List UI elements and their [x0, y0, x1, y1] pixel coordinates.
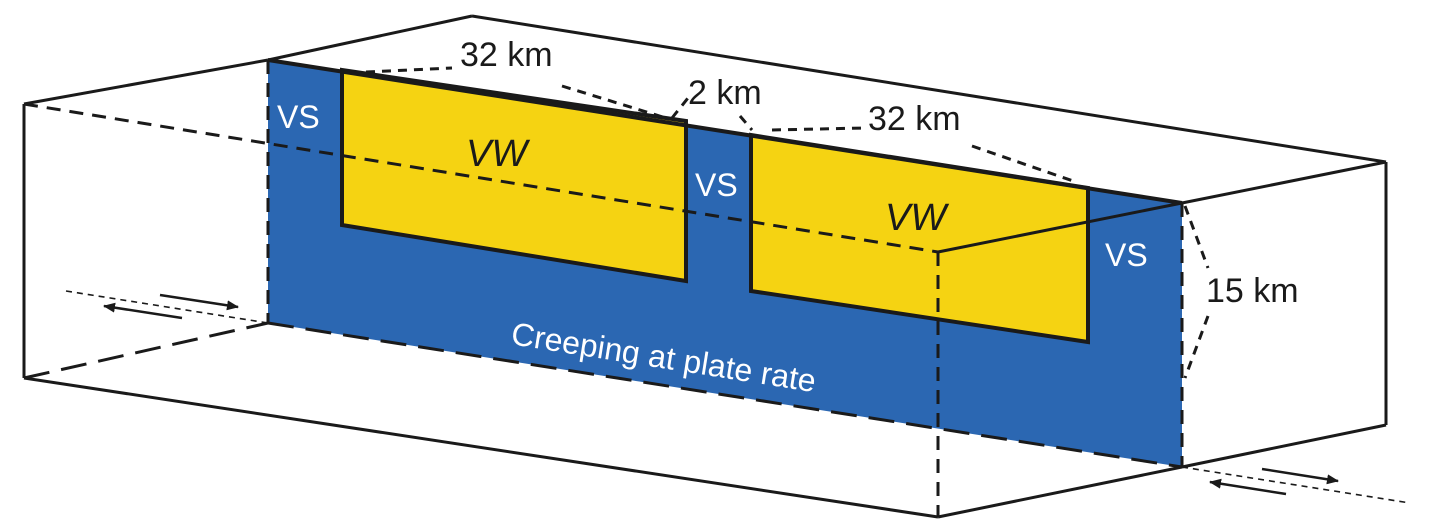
- opposing-arrows-icon: [1209, 467, 1339, 496]
- dimension-label-right: 32 km: [868, 100, 961, 138]
- dimension-label-gap: 2 km: [688, 74, 762, 112]
- vs-label-left: VS: [277, 99, 320, 135]
- block-outline: [22, 14, 1388, 519]
- fault-bottom-edges: [23, 321, 1183, 469]
- fault-trace: [65, 290, 1411, 504]
- opposing-arrows-icon: [103, 293, 239, 320]
- vw-label-right: VW: [885, 197, 949, 239]
- dimension-label-depth: 15 km: [1206, 272, 1299, 310]
- dimension-lines: [365, 66, 1210, 379]
- vs-label-right: VS: [1105, 237, 1148, 273]
- vw-label-left: VW: [466, 133, 530, 175]
- dimension-label-left: 32 km: [460, 36, 553, 74]
- hidden-edges: [23, 60, 1184, 517]
- vw-patch-left: [340, 67, 688, 284]
- vs-label-middle: VS: [695, 167, 738, 203]
